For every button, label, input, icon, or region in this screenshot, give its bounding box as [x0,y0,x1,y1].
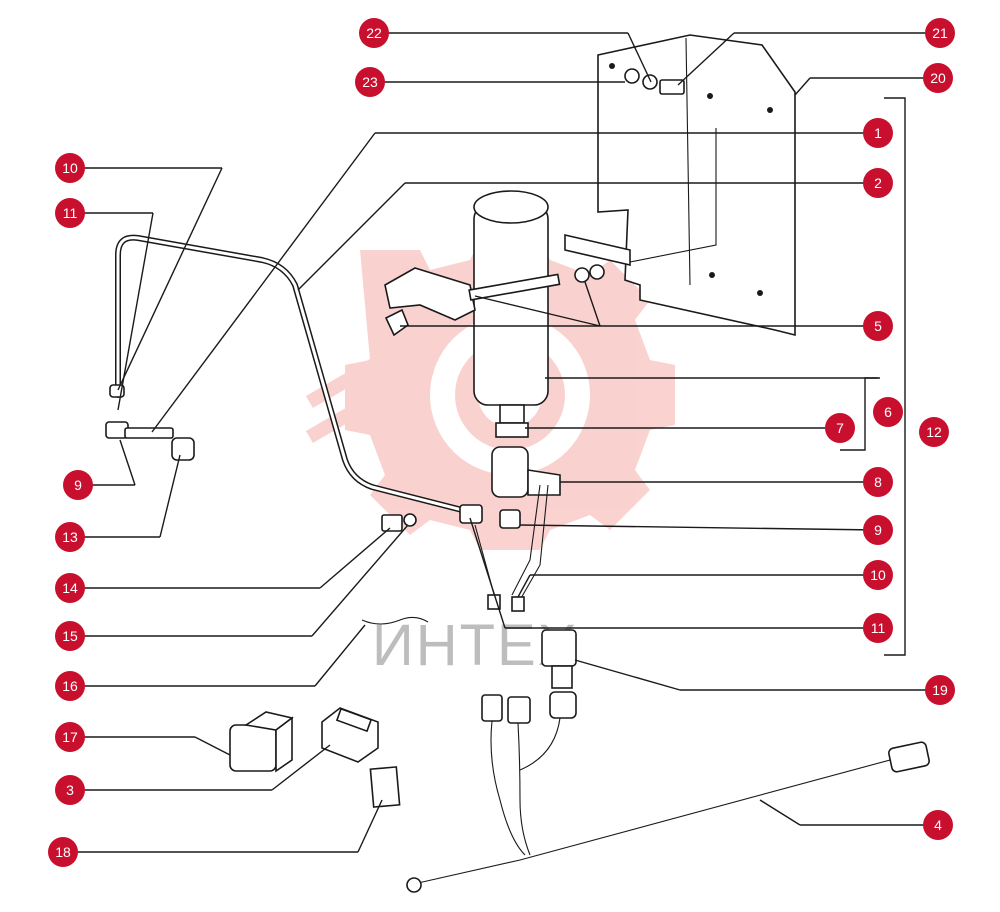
callout-circle [863,560,893,590]
callout-circle [863,311,893,341]
callout-c18: 18 [48,837,78,867]
callout-number: 18 [55,844,71,860]
callout-circle [48,837,78,867]
callout-circle [355,67,385,97]
relay [229,711,294,773]
callout-number: 20 [930,70,946,86]
callout-number: 10 [870,567,886,583]
callout-c22: 22 [359,18,389,48]
callout-number: 21 [932,25,948,41]
callout-number: 13 [62,529,78,545]
callout-c11b: 11 [863,613,893,643]
callout-c13: 13 [55,522,85,552]
callout-c4: 4 [923,810,953,840]
callout-number: 2 [874,175,882,191]
callout-number: 8 [874,474,882,490]
callout-circle [55,671,85,701]
callout-number: 1 [874,125,882,141]
clamp-bracket [384,233,631,337]
callout-circle [55,775,85,805]
callout-circle [863,168,893,198]
callout-number: 19 [932,682,948,698]
callout-c2: 2 [863,168,893,198]
wiring-harness [406,694,930,893]
callout-c23: 23 [355,67,385,97]
leader-lines [70,32,940,853]
callout-number: 6 [884,404,892,420]
callout-circle [55,153,85,183]
callout-circle [55,722,85,752]
bracket-plate [597,34,796,337]
callout-circle [55,522,85,552]
callout-c6: 6 [873,397,903,427]
callout-circle [925,18,955,48]
left-fitting [105,384,195,461]
callout-number: 14 [62,580,78,596]
callout-c17: 17 [55,722,85,752]
callout-c10b: 10 [863,560,893,590]
callout-c7: 7 [825,413,855,443]
callout-number: 9 [874,522,882,538]
callout-c3: 3 [55,775,85,805]
callout-c16: 16 [55,671,85,701]
sticker-label [369,766,401,808]
callout-circle [923,810,953,840]
callout-number: 15 [62,628,78,644]
callout-circle [825,413,855,443]
callout-circle [55,573,85,603]
callout-number: 9 [74,477,82,493]
callout-circle [873,397,903,427]
callout-circle [55,621,85,651]
callout-c21: 21 [925,18,955,48]
sensor-connector [541,629,577,719]
callout-number: 10 [62,160,78,176]
callout-circle [863,613,893,643]
callout-number: 16 [62,678,78,694]
callout-circle [863,515,893,545]
callout-circle [63,470,93,500]
callout-circle [359,18,389,48]
callout-c9a: 9 [63,470,93,500]
callout-circle [863,467,893,497]
callout-number: 17 [62,729,78,745]
callout-c10a: 10 [55,153,85,183]
callout-number: 11 [63,205,78,221]
callout-number: 22 [366,25,382,41]
callout-c15: 15 [55,621,85,651]
callout-circle [923,63,953,93]
bolt-washers [624,68,685,95]
callout-number: 11 [871,620,886,636]
callout-number: 12 [926,424,942,440]
callout-c1: 1 [863,118,893,148]
callout-c14: 14 [55,573,85,603]
callout-c20: 20 [923,63,953,93]
callout-circle [55,198,85,228]
callout-c19: 19 [925,675,955,705]
callout-number: 4 [934,817,942,833]
callout-markers: 1234567899101011111213141516171819202122… [48,18,955,867]
callout-c5: 5 [863,311,893,341]
callout-number: 23 [362,74,378,90]
callout-number: 5 [874,318,882,334]
small-parts [361,504,521,625]
callout-circle [919,417,949,447]
callout-number: 3 [66,782,74,798]
callout-c11a: 11 [55,198,85,228]
callout-c12: 12 [919,417,949,447]
callout-number: 7 [836,420,844,436]
callout-circle [925,675,955,705]
callout-c8: 8 [863,467,893,497]
callout-c9b: 9 [863,515,893,545]
rocker-switch [321,707,379,763]
callout-circle [863,118,893,148]
